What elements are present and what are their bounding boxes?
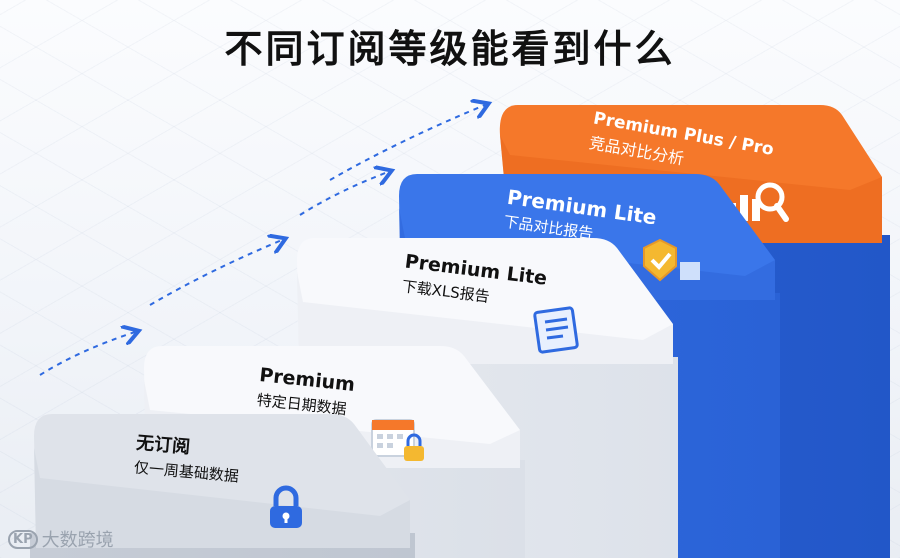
- shield-check-icon: [643, 238, 700, 282]
- calendar-lock-icon: [371, 419, 424, 461]
- padlock-icon: [270, 485, 302, 528]
- page-title: 不同订阅等级能看到什么: [224, 27, 676, 71]
- watermark: KP 大数跨境: [8, 526, 114, 552]
- tier-top-face: [34, 414, 410, 548]
- tier-top-face: [297, 238, 673, 364]
- arrow-3: [299, 172, 388, 216]
- watermark-text: 大数跨境: [41, 530, 114, 551]
- watermark-logo: KP: [8, 529, 38, 549]
- arrow-1: [39, 332, 135, 376]
- clipboard-report-icon: [533, 306, 579, 354]
- tier-no-subscription: 无订阅 仅一周基础数据: [30, 408, 415, 558]
- arrow-4: [329, 105, 485, 181]
- tier-label: 无订阅 仅一周基础数据: [133, 433, 241, 486]
- arrow-2: [149, 240, 282, 306]
